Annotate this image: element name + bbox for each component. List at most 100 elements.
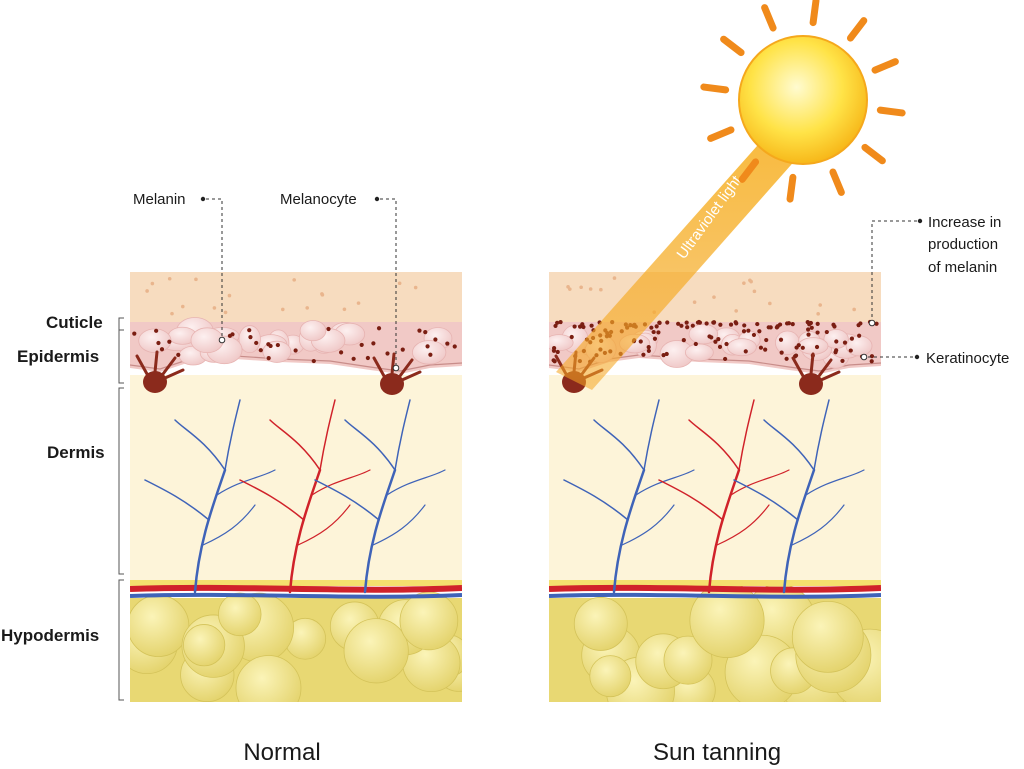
melanin-granule (808, 320, 813, 326)
melanin-granule (824, 329, 829, 335)
vein-tree (733, 399, 865, 594)
melanin-granule (743, 349, 748, 354)
melanin-granule (646, 344, 651, 350)
normal-skin-panel (130, 272, 462, 702)
melanin-granule (428, 352, 433, 357)
sun-ray (846, 17, 868, 42)
keratinocyte (238, 325, 261, 354)
melanin-granule (254, 340, 259, 346)
keratinocyte (549, 334, 574, 352)
melanin-granule (717, 344, 723, 349)
cuticle-dot (397, 281, 402, 286)
melanin-granule (247, 328, 252, 333)
sun-ray (786, 173, 797, 203)
sun-ray (871, 58, 899, 74)
melanin-granule (555, 320, 560, 325)
melanin-granule (832, 324, 837, 329)
melanin-granule (176, 352, 181, 357)
melanin-granule (713, 339, 718, 344)
melanin-granule (779, 350, 784, 355)
cuticle-dot (223, 310, 228, 315)
melanin-granule (156, 340, 161, 346)
sun-ray (809, 0, 820, 27)
melanin-granule (809, 325, 814, 330)
melanin-granule (711, 320, 716, 325)
melanin-granule (641, 352, 646, 357)
caption-normal: Normal (243, 739, 320, 766)
melanin-granule (654, 324, 659, 329)
melanin-granule (751, 332, 757, 338)
cuticle-dot (566, 285, 570, 289)
increase-melanin-callout: Increase in production of melanin (868, 214, 1001, 327)
melanin-granule (690, 323, 695, 328)
cuticle-dot (227, 293, 232, 298)
melanin-granule (555, 349, 560, 355)
cuticle-dot (292, 278, 296, 282)
melanin-granule (651, 329, 656, 335)
melanin-granule (445, 341, 450, 346)
melanin-granule (842, 340, 848, 345)
melanin-granule (248, 335, 253, 340)
melanocyte (135, 350, 185, 393)
cuticle-dot (768, 301, 772, 306)
melanin-granule (874, 321, 879, 326)
melanin-granule (724, 341, 729, 347)
basal-layer-line (130, 354, 462, 372)
melanin-granule (400, 347, 405, 352)
melanin-granule (558, 319, 563, 325)
melanin-granule (425, 344, 430, 349)
melanin-granule (707, 334, 712, 339)
caption-sun-tanning: Sun tanning (653, 739, 781, 766)
keratinocyte (299, 320, 327, 342)
melanin-granule (858, 321, 863, 326)
melanin-granule (695, 320, 701, 325)
melanin-granule (741, 329, 747, 334)
cuticle-dot (692, 300, 697, 304)
melanin-granule (649, 325, 654, 330)
fat-cell (130, 594, 190, 657)
cuticle-dot (413, 285, 418, 290)
hypodermis-label: Hypodermis (1, 626, 99, 645)
melanin-granule (359, 342, 364, 348)
melanin-granule (742, 323, 747, 328)
melanin-granule (681, 338, 686, 343)
melanocyte-label: Melanocyte (280, 191, 357, 208)
dermis-label: Dermis (47, 443, 105, 462)
melanin-granule (784, 321, 790, 326)
cuticle-dot (742, 281, 746, 285)
increase-label-line3: of melanin (928, 259, 997, 276)
keratinocyte (775, 330, 800, 355)
melanin-granule (676, 321, 681, 326)
melanin-granule (664, 351, 669, 357)
cuticle-dot (167, 276, 172, 281)
keratinocyte (190, 327, 224, 354)
melanin-granule (159, 347, 165, 352)
sun-ray (876, 106, 906, 117)
melanin-granule (800, 345, 805, 350)
melanin-granule (423, 329, 428, 335)
blood-vessels (549, 399, 881, 599)
melanin-granule (764, 337, 769, 343)
melanin-granule (266, 356, 271, 361)
melanin-granule (275, 342, 280, 348)
melanin-granule (869, 359, 874, 364)
melanin-granule (417, 328, 422, 333)
keratinocyte (412, 340, 447, 365)
increase-label-line2: production (928, 236, 998, 253)
layer-brackets (118, 317, 124, 701)
hypodermis-fat (130, 591, 462, 702)
melanin-granule (758, 345, 764, 350)
cuticle-dot (212, 306, 217, 310)
melanin-granule (834, 348, 839, 353)
melanin-granule (385, 351, 390, 356)
fat-cell (791, 600, 864, 673)
yellow-band (130, 580, 462, 586)
sun-ray (738, 158, 760, 183)
vein-tree (314, 399, 446, 594)
melanin-granule (230, 332, 235, 337)
melanin-granule (572, 324, 577, 329)
keratinocyte (727, 338, 757, 357)
melanin-granule (132, 331, 137, 336)
cuticle-dot (852, 307, 856, 312)
melanin-granule (433, 337, 438, 342)
